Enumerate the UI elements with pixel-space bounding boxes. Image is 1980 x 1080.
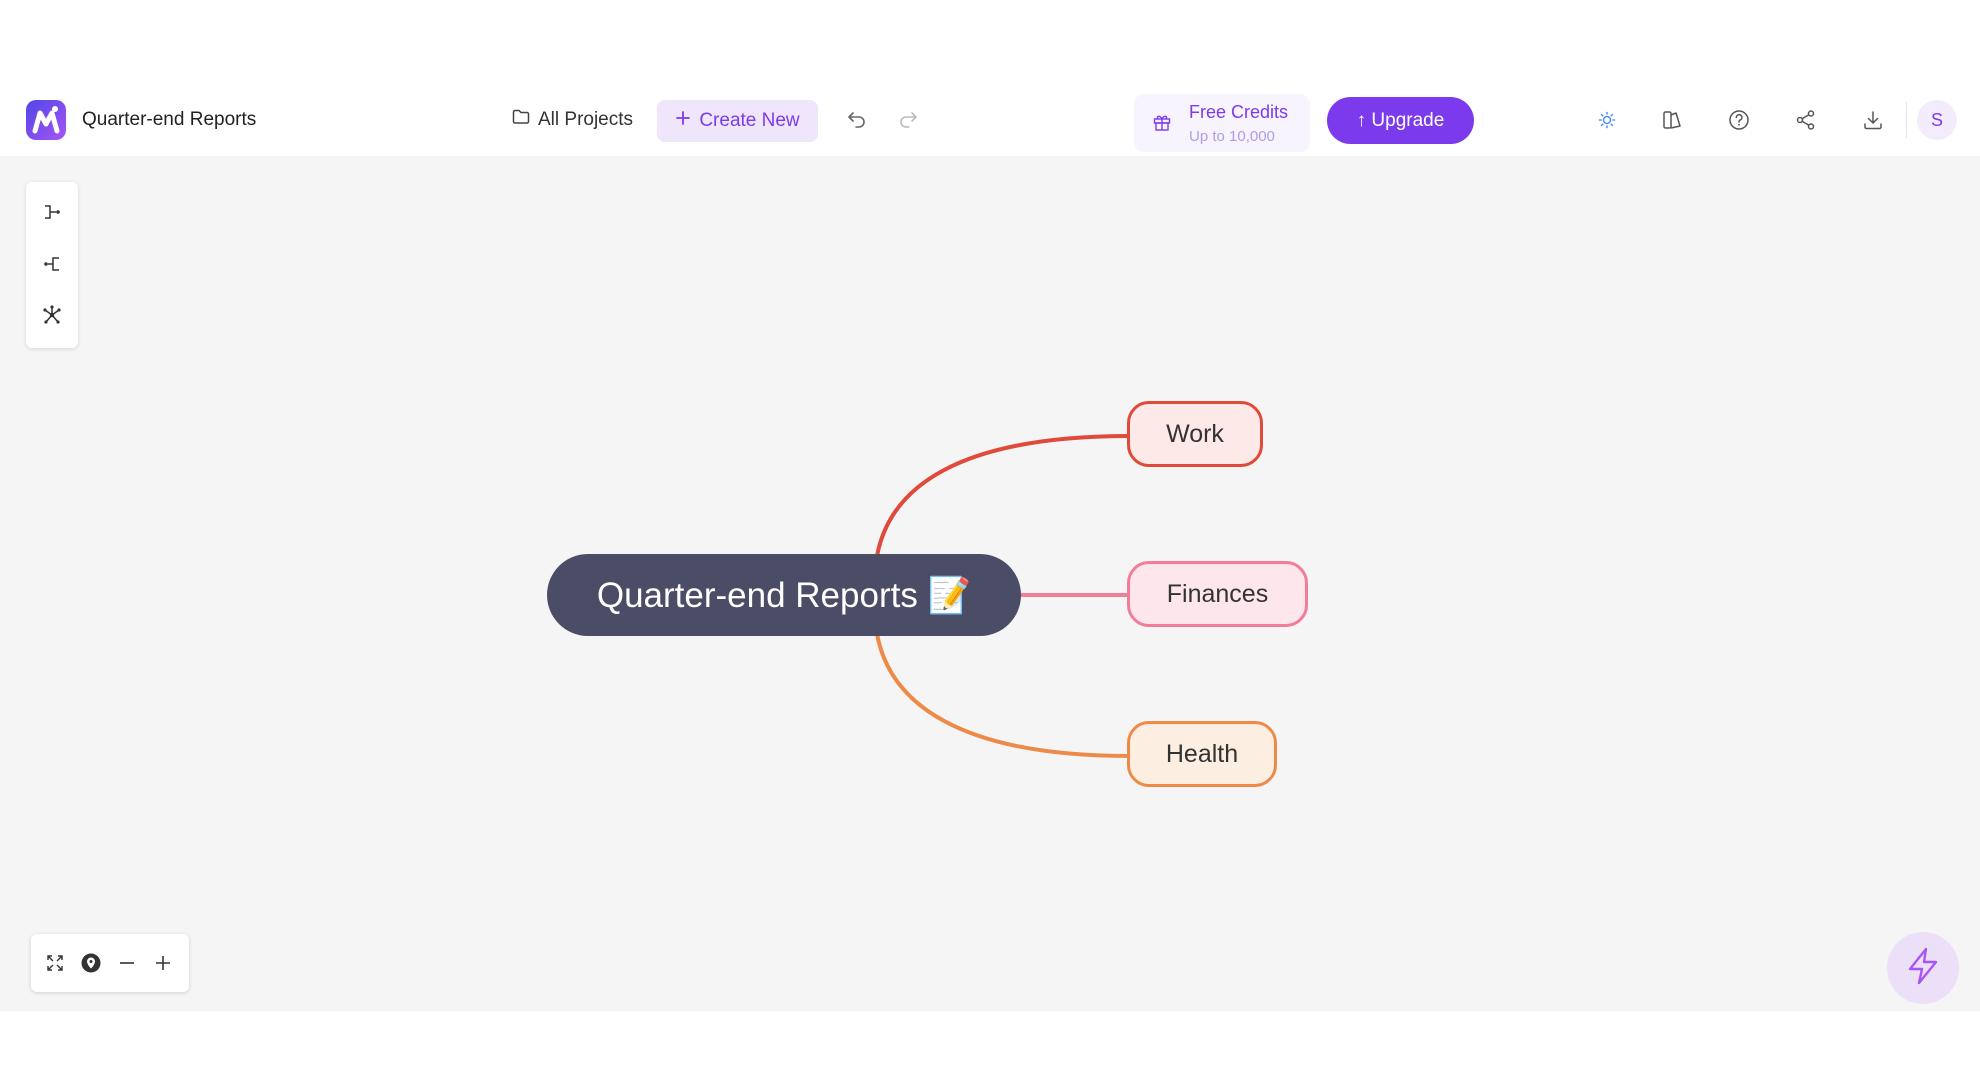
create-new-label: Create New	[699, 110, 800, 131]
user-avatar[interactable]: S	[1917, 100, 1957, 140]
root-node[interactable]: Quarter-end Reports 📝	[547, 554, 1021, 636]
node-health[interactable]: Health	[1127, 721, 1277, 787]
layout-radial-icon[interactable]	[40, 303, 64, 327]
folder-icon	[512, 109, 530, 131]
create-new-button[interactable]: Create New	[657, 100, 818, 142]
free-credits-button[interactable]: Free Credits Up to 10,000	[1134, 94, 1310, 152]
toolbar-divider	[1906, 102, 1907, 138]
redo-icon[interactable]	[890, 102, 926, 138]
theme-icon[interactable]	[1589, 102, 1625, 138]
layout-left-icon[interactable]	[40, 252, 64, 276]
download-icon[interactable]	[1855, 102, 1891, 138]
all-projects-label: All Projects	[538, 109, 634, 130]
lightning-icon	[1903, 946, 1943, 991]
node-finances[interactable]: Finances	[1127, 561, 1308, 627]
help-icon[interactable]	[1721, 102, 1757, 138]
layout-panel	[26, 182, 78, 348]
upgrade-button[interactable]: ↑ Upgrade	[1327, 97, 1474, 144]
mindmap-canvas[interactable]: Quarter-end Reports 📝 Work Finances Heal…	[0, 156, 1980, 1011]
layout-right-icon[interactable]	[40, 200, 64, 224]
credits-title: Free Credits	[1189, 102, 1289, 122]
credits-subtitle: Up to 10,000	[1189, 128, 1275, 145]
plus-icon	[675, 110, 691, 132]
top-toolbar: Quarter-end Reports All Projects Create …	[0, 88, 1980, 152]
locate-icon[interactable]	[79, 951, 103, 975]
node-work[interactable]: Work	[1127, 401, 1263, 467]
style-icon[interactable]	[1654, 102, 1690, 138]
fit-view-icon[interactable]	[43, 951, 67, 975]
share-icon[interactable]	[1788, 102, 1824, 138]
mindmap-links	[875, 434, 1131, 758]
undo-icon[interactable]	[839, 102, 875, 138]
all-projects-button[interactable]: All Projects	[502, 102, 643, 138]
gift-icon	[1152, 112, 1172, 137]
zoom-out-icon[interactable]	[115, 951, 139, 975]
link-work	[875, 434, 1131, 557]
zoom-controls	[31, 934, 189, 992]
document-title[interactable]: Quarter-end Reports	[82, 109, 257, 130]
zoom-in-icon[interactable]	[151, 951, 175, 975]
link-health	[875, 633, 1131, 758]
app-logo[interactable]	[26, 100, 66, 140]
ai-assist-button[interactable]	[1887, 932, 1959, 1004]
